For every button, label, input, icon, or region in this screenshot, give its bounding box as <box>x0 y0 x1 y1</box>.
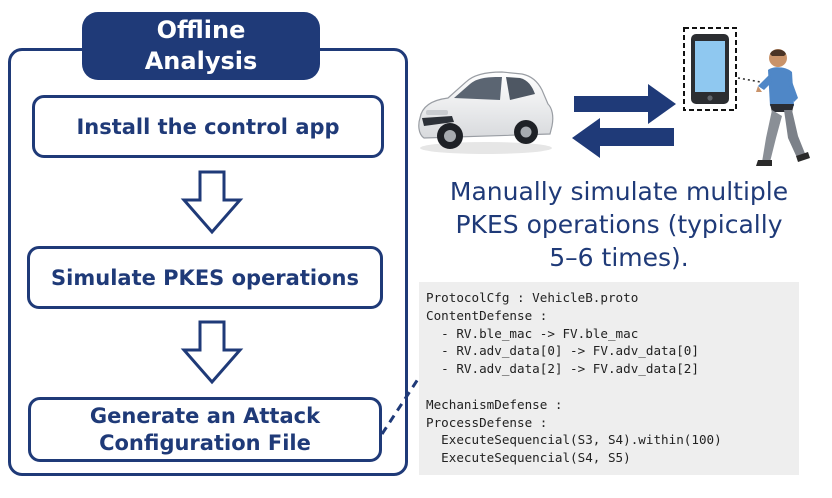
person-walking-icon <box>756 49 810 166</box>
down-arrow-icon <box>180 320 244 385</box>
code-line: MechanismDefense : <box>426 396 563 412</box>
code-line: - RV.ble_mac -> FV.ble_mac <box>426 325 639 341</box>
down-arrow-icon <box>180 170 244 235</box>
step-simulate-pkes-label: Simulate PKES operations <box>51 265 359 290</box>
code-line: ContentDefense : <box>426 307 548 323</box>
code-line: - RV.adv_data[2] -> FV.adv_data[2] <box>426 361 699 377</box>
code-line: ProcessDefense : <box>426 414 548 430</box>
bidirectional-arrows-icon <box>572 84 676 158</box>
code-line: - RV.adv_data[0] -> FV.adv_data[0] <box>426 343 699 359</box>
step-install-app-label: Install the control app <box>76 114 340 139</box>
code-line: ExecuteSequencial(S3, S4).within(100) <box>426 432 722 448</box>
step-install-app: Install the control app <box>32 95 384 158</box>
signal-line <box>737 77 773 85</box>
dashed-connector <box>380 375 422 435</box>
code-line: ExecuteSequencial(S4, S5) <box>426 450 631 466</box>
step-simulate-pkes: Simulate PKES operations <box>27 246 383 309</box>
code-line: ProtocolCfg : VehicleB.proto <box>426 290 639 305</box>
code-line <box>426 378 799 396</box>
car-icon <box>418 71 554 154</box>
smartphone-icon <box>683 27 737 111</box>
